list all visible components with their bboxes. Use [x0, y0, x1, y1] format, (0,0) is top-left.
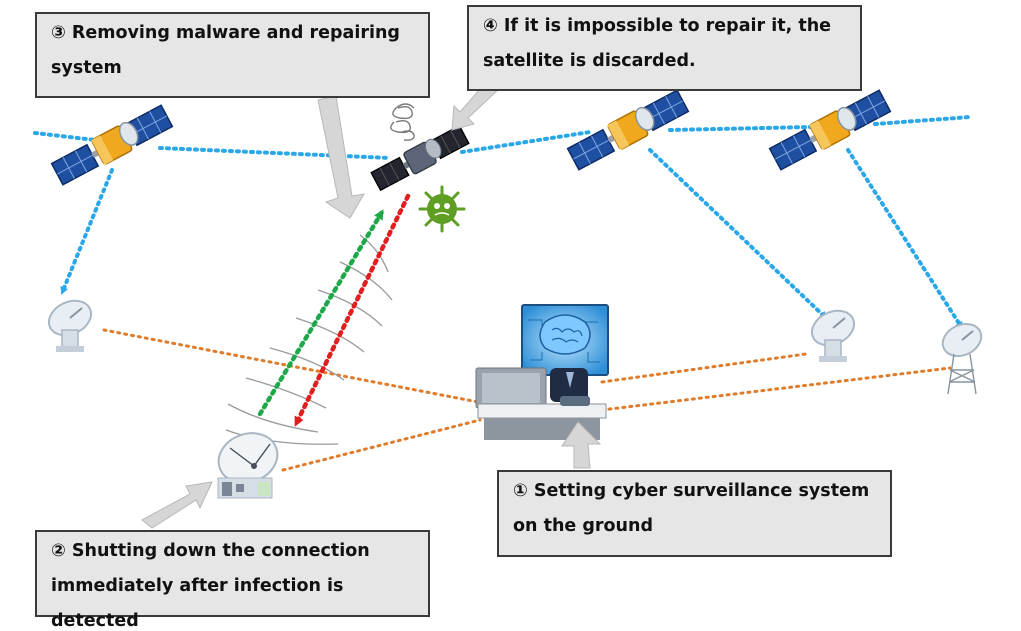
ground-antenna-icon — [42, 293, 98, 353]
downlink-middle — [648, 148, 828, 320]
ground-antenna-icon — [805, 303, 861, 363]
ground-link-bottom — [281, 418, 482, 472]
smoke-icon — [390, 103, 415, 141]
arrow-step1 — [561, 421, 602, 469]
satellite-icon — [767, 87, 893, 173]
callout-step-1: ① Setting cyber surveillance system on t… — [497, 470, 892, 557]
ground-antenna-icon — [217, 432, 279, 499]
ground-link-middle — [600, 352, 808, 384]
downlink-left — [60, 168, 114, 295]
callout-arrows — [141, 79, 602, 529]
uplink-arrow — [257, 209, 385, 417]
orbit-link-1 — [33, 131, 97, 142]
orbit-link-5 — [873, 115, 972, 126]
downlinks — [60, 148, 964, 330]
orbit-link-2 — [158, 146, 392, 160]
arrow-step3 — [317, 95, 365, 219]
arrow-step2 — [141, 481, 213, 529]
callout-step-3: ③ Removing malware and repairing system — [35, 12, 430, 98]
orbit-links — [33, 115, 972, 160]
malware-virus-icon — [418, 185, 466, 233]
ground-antenna-icon — [941, 322, 983, 395]
infected-satellite-icon — [370, 124, 470, 192]
callout-step-2: ② Shutting down the connection immediate… — [35, 530, 430, 631]
ai-operator-icon — [475, 304, 609, 440]
signal-waves — [225, 234, 393, 445]
orbit-link-3 — [460, 130, 592, 154]
satellite-icon — [49, 102, 175, 188]
downlink-right — [846, 148, 964, 330]
ground-link-right — [600, 366, 952, 412]
downlink-arrow — [293, 193, 411, 427]
orbit-link-4 — [668, 125, 812, 132]
callout-step-4: ④ If it is impossible to repair it, the … — [467, 5, 862, 91]
